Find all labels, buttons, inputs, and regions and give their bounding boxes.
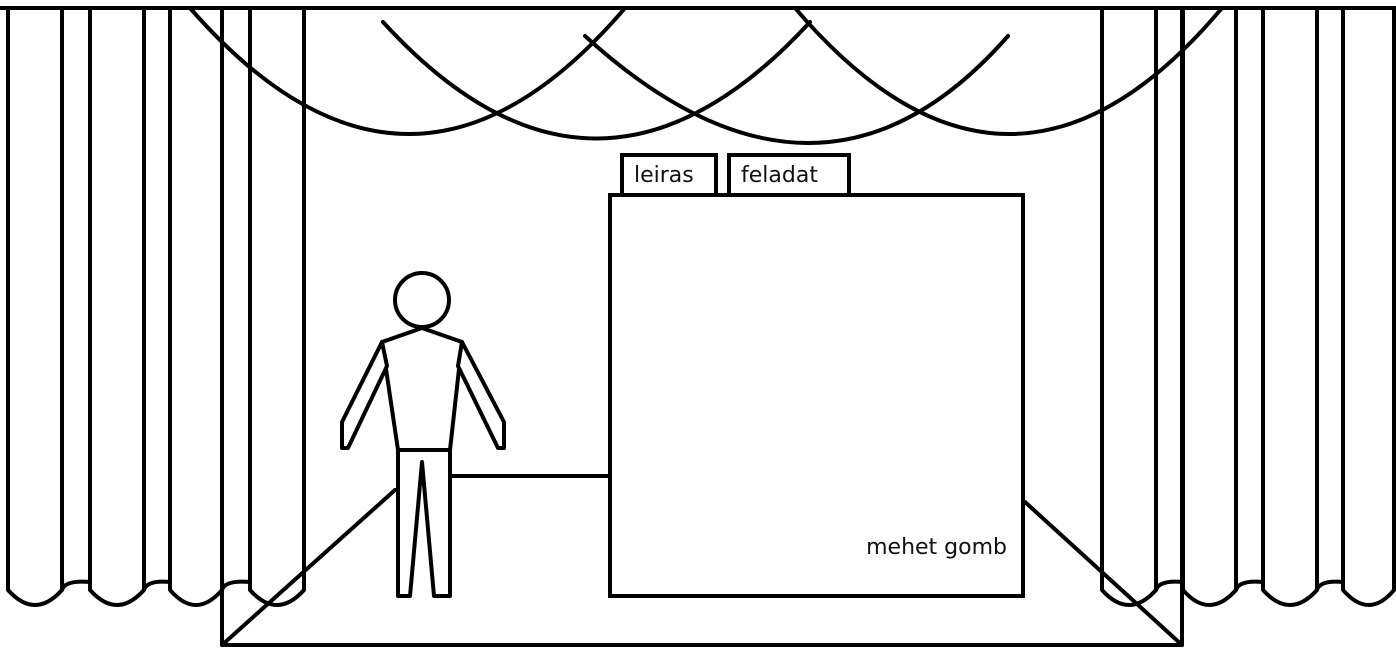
tab-leiras-label: leiras — [634, 163, 694, 188]
tab-feladat[interactable]: feladat — [727, 153, 851, 195]
tab-leiras[interactable]: leiras — [620, 153, 718, 195]
next-button[interactable]: mehet gomb — [866, 535, 1007, 560]
content-panel: mehet gomb — [608, 193, 1025, 598]
tab-feladat-label: feladat — [741, 163, 818, 188]
